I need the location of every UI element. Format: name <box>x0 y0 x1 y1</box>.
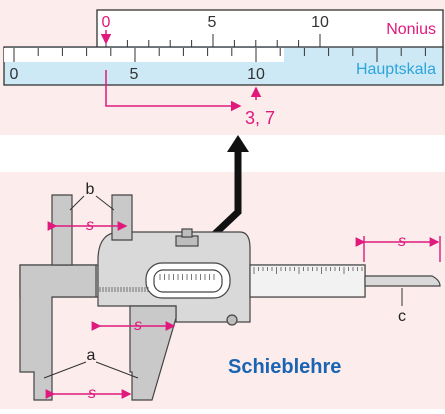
main-tick-5: 5 <box>130 66 139 83</box>
main-scale: 0 5 10 Hauptskala <box>3 46 444 86</box>
reading-indicators <box>100 30 262 112</box>
label-b: b <box>86 181 95 198</box>
vernier-tick-10: 10 <box>311 14 329 31</box>
vernier-label: Nonius <box>386 21 436 38</box>
main-tick-10: 10 <box>247 66 265 83</box>
main-tick-0: 0 <box>10 66 19 83</box>
caliper-scale-ticks <box>99 267 363 292</box>
vernier-tick-0: 0 <box>102 14 111 31</box>
caliper-title: Schieblehre <box>228 356 342 378</box>
dim-s-middle: s <box>134 317 142 334</box>
dim-s-depth: s <box>398 233 406 250</box>
label-a: a <box>87 347 96 364</box>
main-scale-label: Hauptskala <box>356 61 436 78</box>
dim-s-upper: s <box>86 217 94 234</box>
dim-s-lower: s <box>88 385 96 402</box>
vernier-scale: 0 5 10 Nonius <box>96 9 444 49</box>
leader-lines <box>43 195 403 379</box>
label-c: c <box>398 308 406 325</box>
vernier-tick-5: 5 <box>208 14 217 31</box>
reading-value: 3, 7 <box>245 108 275 128</box>
dimension-lines <box>45 221 441 399</box>
